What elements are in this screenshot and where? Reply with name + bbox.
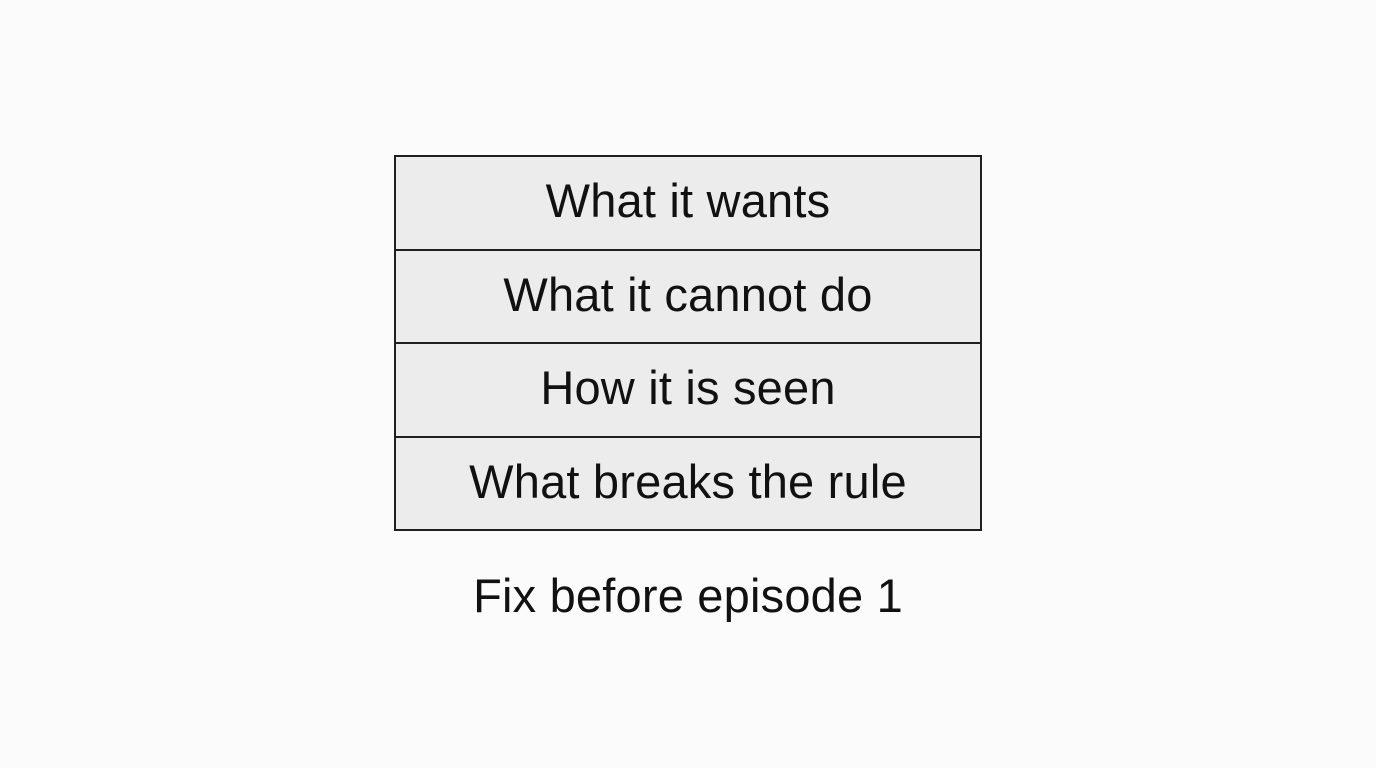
layer-stack: What it wants What it cannot do How it i… xyxy=(394,155,982,531)
caption: Fix before episode 1 xyxy=(473,569,903,622)
layer-what-breaks-the-rule: What breaks the rule xyxy=(396,435,980,530)
layer-what-it-wants: What it wants xyxy=(545,174,831,228)
layer-how-it-is-seen: How it is seen xyxy=(396,342,980,436)
layer-what-it-cannot-do: What it cannot do xyxy=(396,248,980,343)
